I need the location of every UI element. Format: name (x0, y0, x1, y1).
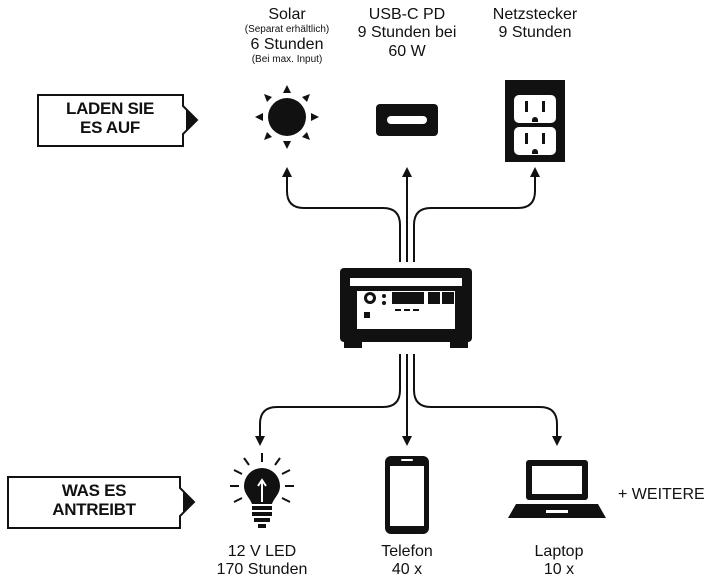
usb-c-port-icon (376, 104, 438, 136)
laptop-title: Laptop (534, 543, 584, 560)
power-callout-box (7, 476, 196, 529)
solar-footnote: (Bei max. Input) (251, 54, 323, 66)
solar-note: (Separat erhältlich) (244, 24, 330, 36)
wall-time: 9 Stunden (498, 24, 572, 42)
solar-title: Solar (268, 6, 306, 23)
light-bulb-icon (230, 453, 294, 528)
phone-count: 40 x (391, 561, 423, 579)
charge-connectors (282, 167, 540, 262)
sun-icon (255, 85, 319, 149)
charge-callout-text: LADEN SIE ES AUF (66, 99, 154, 137)
wall-label: Netzstecker 9 Stunden (480, 6, 590, 43)
laptop-count: 10 x (543, 561, 575, 579)
more-label: + WEITERE (618, 486, 705, 503)
phone-title: Telefon (381, 543, 433, 560)
laptop-icon (508, 460, 606, 518)
charge-callout-box (37, 94, 199, 147)
laptop-label: Laptop 10 x (514, 543, 604, 580)
led-time: 170 Stunden (216, 561, 308, 579)
wall-outlet-icon (505, 80, 565, 162)
led-label: 12 V LED 170 Stunden (202, 543, 322, 580)
usbc-title: USB-C PD (368, 6, 446, 23)
power-callout-text: WAS ES ANTREIBT (52, 481, 136, 519)
usbc-time: 9 Stunden bei (357, 24, 457, 42)
power-connectors (255, 354, 562, 446)
solar-time: 6 Stunden (250, 35, 324, 53)
power-station-icon (340, 268, 472, 348)
led-title: 12 V LED (227, 543, 297, 560)
usbc-label: USB-C PD 9 Stunden bei 60 W (337, 6, 477, 61)
usbc-wattage: 60 W (388, 42, 426, 60)
smartphone-icon (385, 456, 429, 534)
solar-label: Solar (Separat erhältlich) 6 Stunden (Be… (222, 6, 352, 66)
wall-title: Netzstecker (492, 6, 578, 23)
phone-label: Telefon 40 x (362, 543, 452, 580)
